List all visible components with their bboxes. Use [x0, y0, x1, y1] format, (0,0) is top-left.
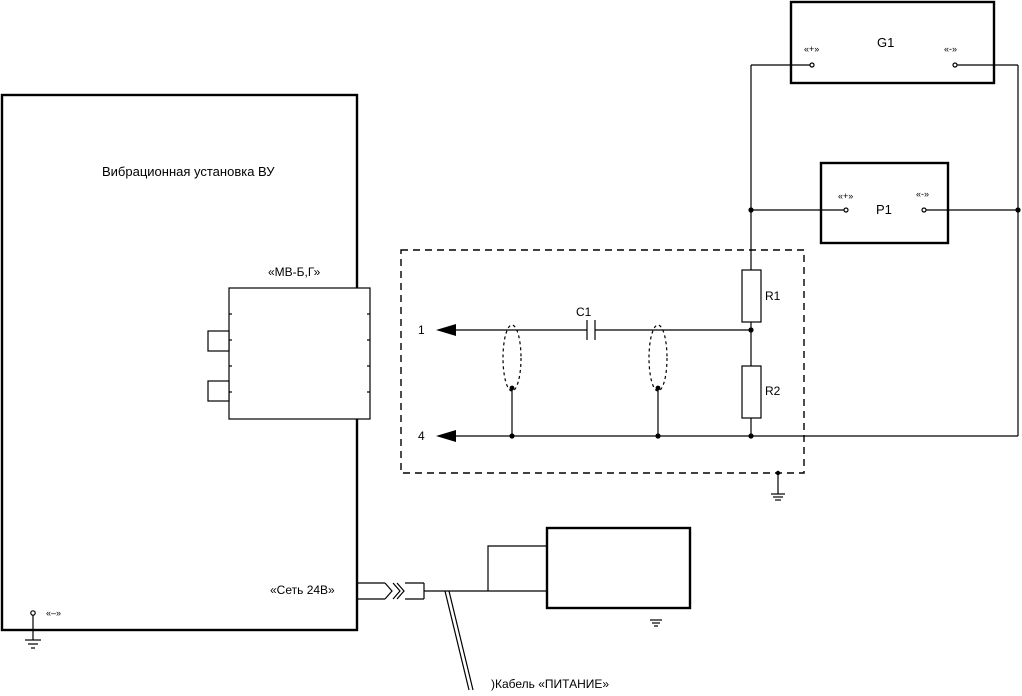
power-cable-label: )Кабель «ПИТАНИЕ» — [491, 677, 609, 691]
shield-right-icon — [648, 324, 668, 392]
generator-g1-plus-label: «+» — [804, 44, 819, 54]
meter-p1-plus-label: «+» — [838, 191, 853, 201]
generator-meter-wires — [751, 64, 1019, 436]
mvb-connector-ticks — [229, 313, 370, 393]
shield-left-dot — [509, 385, 515, 391]
junction-1018-210 — [1015, 207, 1021, 213]
pin-1-arrow — [436, 324, 456, 336]
junction-658-436 — [655, 433, 661, 439]
net-24v-plug — [357, 582, 425, 600]
mvb-connector-pin-bottom — [207, 380, 230, 402]
fixture-ground-icon — [771, 473, 785, 501]
generator-g1-minus-label: «-» — [944, 44, 957, 54]
generator-g1-box — [789, 0, 996, 85]
shield-right-dot — [655, 385, 661, 391]
shield-left-icon — [502, 324, 522, 392]
generator-g1-label: G1 — [877, 35, 894, 50]
power-supply-ground-icon — [650, 619, 662, 627]
mvb-connector-block — [228, 287, 371, 420]
capacitor-c1-label: C1 — [576, 305, 592, 319]
junction-512-436 — [509, 433, 515, 439]
mvb-connector-label: «МВ-Б,Г» — [268, 265, 321, 279]
vibration-unit-title: Вибрационная установка ВУ — [102, 164, 275, 179]
fixture-ground-dot — [775, 470, 781, 476]
junction-751-330 — [748, 327, 754, 333]
signal-wire — [456, 320, 751, 340]
resistor-r2-label: R2 — [765, 384, 781, 398]
mvb-connector-pin-top — [207, 330, 230, 352]
resistor-r1-label: R1 — [765, 289, 781, 303]
power-cable — [424, 545, 547, 691]
meter-p1-minus-label: «-» — [916, 189, 929, 199]
junction-751-436 — [748, 433, 754, 439]
fixture-enclosure — [400, 249, 805, 474]
resistor-r2 — [741, 365, 762, 419]
meter-p1-label: P1 — [876, 202, 892, 217]
pin-4-arrow — [436, 430, 456, 442]
net-24v-label: «Сеть 24В» — [270, 583, 335, 597]
meter-p1-box — [819, 161, 950, 245]
vu-ground-icon — [25, 615, 41, 649]
resistor-r1 — [741, 269, 762, 323]
pin-1-label: 1 — [418, 323, 425, 337]
power-supply-box — [545, 526, 692, 610]
vu-ground-label: «–» — [46, 608, 61, 618]
shield-drain-wires — [511, 388, 659, 436]
pin-4-label: 4 — [418, 429, 425, 443]
